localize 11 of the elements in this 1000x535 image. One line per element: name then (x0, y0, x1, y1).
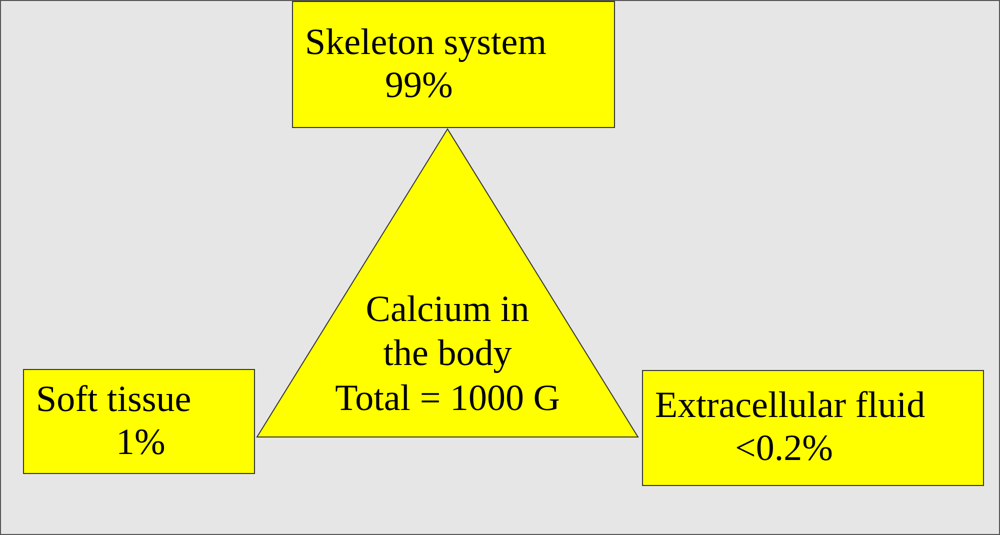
box-title: Soft tissue (36, 378, 192, 422)
label-box (23, 369, 255, 474)
percentage-text: <0.2% (734, 428, 834, 471)
box-title: Extracellular fluid (655, 385, 926, 428)
node-text: Total = 1000 G (335, 376, 560, 421)
percentage-text: 99% (384, 64, 454, 108)
label-box (642, 370, 984, 486)
node-text: Calcium in the body (364, 288, 530, 376)
percentage-text: 1% (115, 422, 166, 464)
label-box (292, 1, 615, 128)
box-title: Skeleton system (305, 22, 548, 64)
